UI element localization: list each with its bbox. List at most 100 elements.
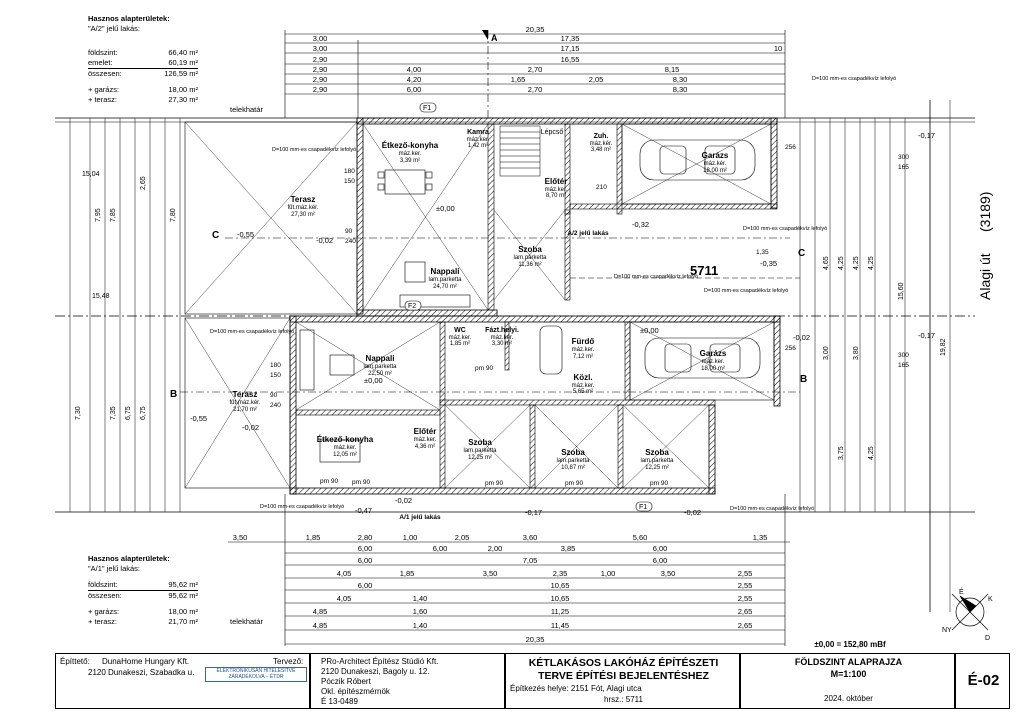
area-summary-a2: Hasznos alapterületek: "A/2" jelű lakás:… [88,14,198,105]
boundary-label: telekhatár [230,105,263,114]
svg-text:D: D [985,635,990,642]
area-summary-subtitle: "A/2" jelű lakás: [88,24,141,33]
svg-text:240: 240 [345,238,356,245]
svg-text:fűt.máz.kér.: fűt.máz.kér. [287,205,318,211]
svg-text:Zuh.: Zuh. [594,133,609,140]
dim-text: 16,55 [561,55,580,64]
svg-text:pm 90: pm 90 [565,480,583,487]
project-title-line1: KÉTLAKÁSOS LAKÓHÁZ ÉPÍTÉSZETI [528,657,719,669]
dim-text: 8,30 [673,85,688,94]
svg-text:Garázs: Garázs [702,151,729,160]
svg-text:D=100 mm-es csapadékvíz lefoly: D=100 mm-es csapadékvíz lefolyó [210,329,294,335]
svg-text:máz.kér.: máz.kér. [590,141,613,147]
svg-text:A/2 jelű lakás: A/2 jelű lakás [567,230,609,237]
svg-text:Előtér: Előtér [545,177,568,186]
svg-text:pm 90: pm 90 [352,479,370,486]
svg-text:1,00: 1,00 [601,569,616,578]
client-address: 2120 Dunakeszi, Szabadka u. [88,668,195,677]
svg-text:máz.ker.: máz.ker. [702,359,725,365]
svg-text:3,00: 3,00 [823,346,830,360]
svg-text:Terasz: Terasz [291,195,316,204]
svg-text:240: 240 [270,402,281,409]
svg-text:210: 210 [596,184,607,191]
svg-text:-0,35: -0,35 [760,259,777,268]
dim-text: 17,35 [561,34,580,43]
room-labels-upper: Étkező-konyha máz.ker. 3,39 m² Kamra máz… [287,129,728,290]
svg-text:3,30 m²: 3,30 m² [492,341,512,347]
svg-text:12,05 m²: 12,05 m² [333,452,357,458]
svg-text:180: 180 [344,168,355,175]
svg-text:12,25 m²: 12,25 m² [468,455,492,461]
right-dimension-texts: 4,65 4,25 4,25 4,25 15,60 4,25 3,00 3,80… [823,256,947,460]
svg-text:4,65: 4,65 [823,256,830,270]
dim-text: 1,65 [511,75,526,84]
dim-text: 2,70 [528,85,543,94]
svg-text:3,39 m²: 3,39 m² [400,158,420,164]
svg-text:6,75: 6,75 [125,406,132,420]
door-labels: pm 90 pm 90 pm 90 pm 90 pm 90 pm 90 [320,365,668,487]
svg-text:10,65: 10,65 [551,581,570,590]
svg-text:Kamra: Kamra [467,129,489,136]
svg-text:165: 165 [898,164,909,171]
electronic-stamp: ELEKTRONIKUSAN HITELESÍTVE ZÁRADÉKOLVA –… [205,667,307,682]
svg-text:6,75: 6,75 [140,406,147,420]
svg-text:7,85: 7,85 [110,208,117,222]
sheet-title: FÖLDSZINT ALAPRAJZA [794,657,903,667]
plot-number: 5711 [690,263,718,278]
svg-text:7,80: 7,80 [170,208,177,222]
svg-text:-0,02: -0,02 [793,333,810,342]
svg-text:3,80: 3,80 [853,346,860,360]
room-labels-lower: Nappali lam.parketta 22,50 m² WC máz.ker… [229,327,726,471]
svg-text:15,04: 15,04 [82,171,100,178]
dim-text: 2,90 [313,85,328,94]
svg-text:7,30: 7,30 [75,406,82,420]
svg-text:5,60: 5,60 [633,533,648,542]
svg-text:6,00: 6,00 [653,556,668,565]
svg-text:Szoba: Szoba [468,438,492,447]
svg-text:22,50 m²: 22,50 m² [368,371,392,377]
sofa-icon [299,329,355,391]
svg-text:7,95: 7,95 [95,208,102,222]
title-block-client: Építtető: DunaHome Hungary Kft. 2120 Dun… [55,653,310,709]
svg-text:1,35: 1,35 [756,249,769,256]
svg-text:Étkező-konyha: Étkező-konyha [382,141,439,150]
svg-text:27,30 m²: 27,30 m² [291,212,315,218]
dining-table-icon [377,169,433,195]
svg-text:2,05: 2,05 [455,533,470,542]
svg-text:±0,00: ±0,00 [364,376,383,385]
svg-text:Fázt.helyi.: Fázt.helyi. [485,327,519,334]
area-row: földszint:95,62 m² [88,580,198,589]
bottom-dimension-lines [228,494,790,646]
area-summary-title: Hasznos alapterületek: [88,554,170,563]
svg-text:máz.ker.: máz.ker. [572,383,595,389]
small-dims: 180 150 210 90 240 180 150 90 240 256 25… [270,144,909,409]
svg-text:-0,55: -0,55 [237,230,254,239]
entrance-labels: A/2 jelű lakás A/1 jelű lakás [399,230,609,521]
svg-text:lam.parketta: lam.parketta [556,458,590,464]
svg-text:6,00: 6,00 [358,544,373,553]
svg-text:10,65: 10,65 [551,594,570,603]
svg-text:D=100 mm-es csapadékvíz lefoly: D=100 mm-es csapadékvíz lefolyó [614,274,698,280]
svg-text:lam.parketta: lam.parketta [463,448,497,454]
svg-text:2,00: 2,00 [488,544,503,553]
svg-text:Szoba: Szoba [645,448,669,457]
svg-text:D=100 mm-es csapadékvíz lefoly: D=100 mm-es csapadékvíz lefolyó [812,76,896,82]
svg-text:D=100 mm-es csapadékvíz lefoly: D=100 mm-es csapadékvíz lefolyó [704,288,788,294]
area-row: + garázs:18,00 m² [88,607,198,616]
designer-label: Tervező: [273,657,304,666]
svg-text:2,65: 2,65 [738,621,753,630]
svg-text:-0,02: -0,02 [242,423,259,432]
svg-text:4,85: 4,85 [313,607,328,616]
svg-text:256: 256 [785,144,796,151]
svg-text:lam.parketta: lam.parketta [363,364,397,370]
svg-text:F1: F1 [639,504,647,511]
svg-text:Terasz: Terasz [233,390,258,399]
svg-text:Előtér: Előtér [414,427,437,436]
svg-text:15,60: 15,60 [898,282,905,300]
project-title-line2: TERVE ÉPÍTÉSI BEJELENTÉSHEZ [538,670,709,682]
svg-text:165: 165 [898,362,909,369]
svg-text:Lépcső: Lépcső [541,129,564,136]
garage-upper [621,123,772,205]
svg-text:±0,00: ±0,00 [640,326,659,335]
svg-text:1,60: 1,60 [413,607,428,616]
